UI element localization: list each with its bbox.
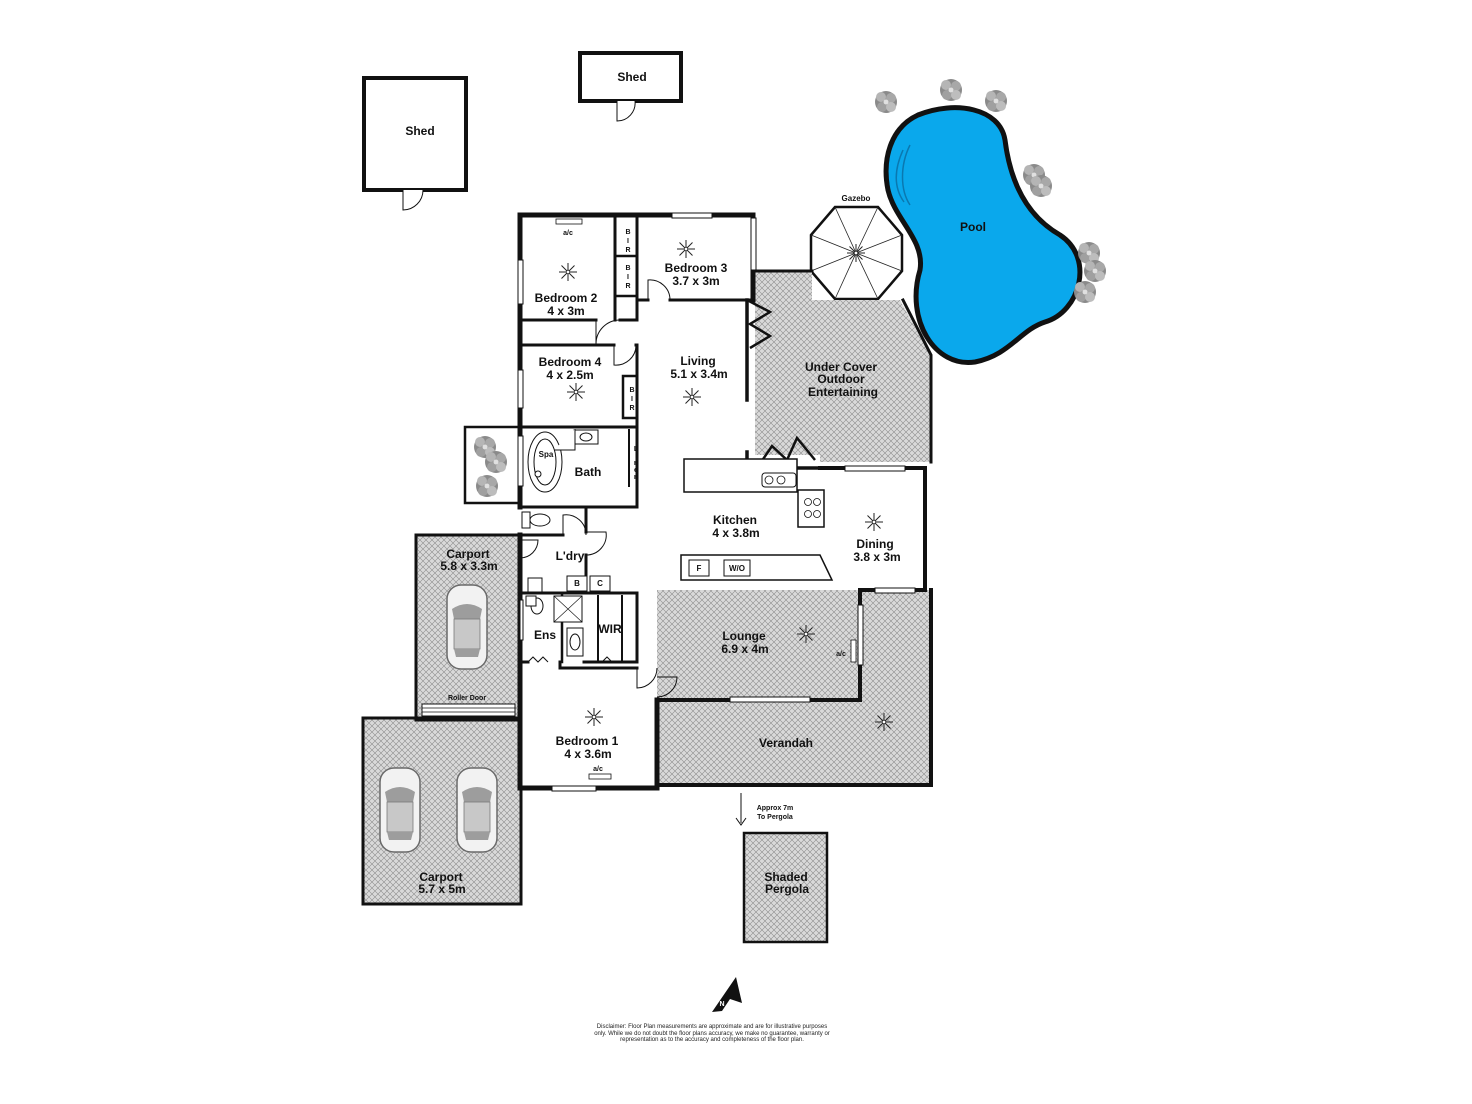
outdoor-line3: Entertaining [808,385,878,399]
bedroom2-size: 4 x 3m [547,304,584,318]
bifold-door [746,298,773,350]
ensuite-name: Ens [534,628,556,642]
bedroom3-size: 3.7 x 3m [672,274,719,288]
bir-3-i: I [631,396,633,403]
cupboard-c-label: C [597,579,603,588]
ac-units [555,218,857,780]
carport1-size: 5.8 x 3.3m [440,559,497,573]
bir-1-i: I [627,238,629,245]
compass-label: N [719,1001,724,1008]
dining-name: Dining [856,537,893,551]
lounge-size: 6.9 x 4m [721,642,768,656]
linen-l: L [634,446,639,453]
shed-left: Shed [362,76,468,211]
bedroom4-name: Bedroom 4 [539,355,602,369]
carport-front-walls [414,533,521,722]
gazebo-label: Gazebo [842,194,871,203]
pergola-area [742,831,829,944]
bir-3-r: R [629,405,634,412]
outdoor-line1: Under Cover [805,360,877,374]
car-front [446,584,488,670]
pergola-line1: Shaded [764,870,807,884]
linen-n2: n [634,474,638,481]
outdoor-line2: Outdoor [817,372,865,386]
outdoor-entertaining-area [755,271,930,462]
wir-name: WIR [598,622,622,636]
verandah-area [657,590,931,785]
compass-icon: N [712,977,742,1012]
shed-left-label: Shed [405,124,434,138]
spa-name: Spa [539,450,554,459]
bir-2-b: B [625,265,630,272]
bedroom4-size: 4 x 2.5m [546,368,593,382]
bathroom-fixtures [521,429,613,663]
bir-1-b: B [625,229,630,236]
pool-label: Pool [960,220,986,234]
bedroom1-size: 4 x 3.6m [564,747,611,761]
roller-door [421,703,516,717]
lounge-name: Lounge [722,629,766,643]
linen-n1: n [634,460,638,467]
bir-3-b: B [629,387,634,394]
carport2-size: 5.7 x 5m [418,882,465,896]
verandah-name: Verandah [759,736,813,750]
carport-rear-walls [361,716,523,906]
pergola-distance-line2: To Pergola [757,814,793,821]
living-size: 5.1 x 3.4m [670,367,727,381]
bath-name: Bath [575,465,602,479]
gazebo: Gazebo [809,194,904,301]
pool: Pool [883,105,1083,365]
door-swings [519,279,678,698]
shed-top-label: Shed [617,70,646,84]
ac-label-bedroom1: a/c [593,766,603,773]
ac-label-bedroom2: a/c [563,230,573,237]
fridge-label: F [697,564,702,573]
ac-label-lounge: a/c [836,651,846,658]
bedroom2-name: Bedroom 2 [535,291,598,305]
laundry-name: L'dry [556,549,585,563]
bedroom1-name: Bedroom 1 [556,734,619,748]
kitchen-size: 4 x 3.8m [712,526,759,540]
bedroom3-name: Bedroom 3 [665,261,728,275]
living-name: Living [680,354,715,368]
kitchen-benches [680,458,834,581]
linen-e: e [634,467,638,474]
carport2-name: Carport [419,870,462,884]
carport1-name: Carport [446,547,489,561]
cupboard-b-label: B [574,579,580,588]
linen-i: i [635,453,637,460]
wall-oven-label: W/O [729,564,745,573]
dining-size: 3.8 x 3m [853,550,900,564]
bir-1-r: R [625,247,630,254]
pergola-line2: Pergola [765,882,809,896]
roller-door-label: Roller Door [448,695,486,702]
kitchen-name: Kitchen [713,513,757,527]
car-rear-right [456,767,498,853]
pergola-direction-arrow [735,793,747,826]
bir-2-r: R [625,283,630,290]
car-rear-left [379,767,421,853]
shed-top: Shed [578,51,683,122]
bir-2-i: I [627,274,629,281]
pergola-distance-line1: Approx 7m [757,805,794,812]
disclaimer: Disclaimer: Floor Plan measurements are … [594,1024,830,1044]
